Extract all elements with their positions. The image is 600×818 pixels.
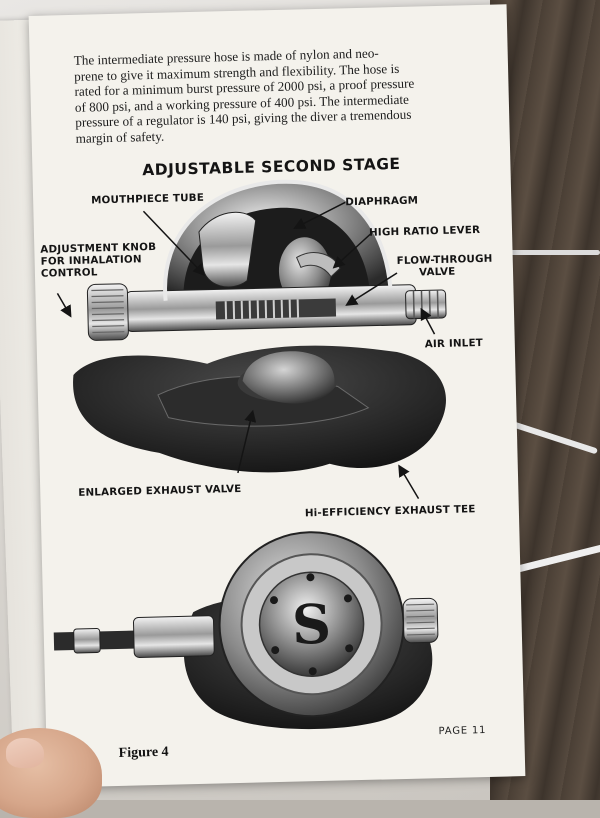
brand-logo-letter: S xyxy=(291,592,332,657)
label-air-inlet: AIR INLET xyxy=(425,337,483,350)
label-line: VALVE xyxy=(397,265,493,279)
label-diaphragm: DIAPHRAGM xyxy=(345,194,418,208)
page-number: PAGE 11 xyxy=(438,725,486,737)
label-flow-through-valve: FLOW-THROUGH VALVE xyxy=(397,253,493,279)
label-adjustment-knob: ADJUSTMENT KNOB FOR INHALATION CONTROL xyxy=(40,241,157,280)
thumbnail-highlight xyxy=(6,738,44,768)
booklet-page: The intermediate pressure hose is made o… xyxy=(29,4,526,787)
regulator-illustration: S xyxy=(29,4,526,787)
assembled-regulator: S xyxy=(51,529,440,735)
cutaway-second-stage xyxy=(68,178,450,477)
figure-caption: Figure 4 xyxy=(119,745,169,762)
chair-rail xyxy=(510,250,600,255)
